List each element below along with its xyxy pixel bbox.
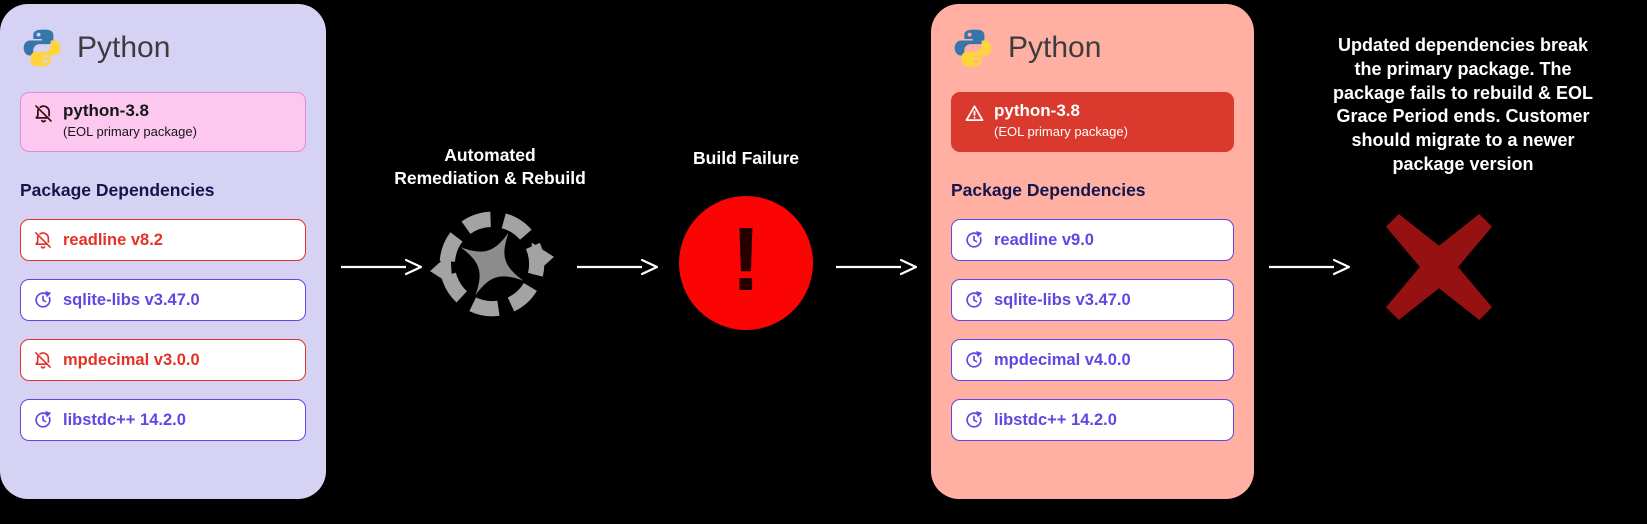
bell-slash-icon (33, 230, 53, 250)
dependency-item: sqlite-libs v3.47.0 (951, 279, 1234, 321)
dependency-label: libstdc++ 14.2.0 (63, 410, 186, 429)
dependency-item: libstdc++ 14.2.0 (20, 399, 306, 441)
dependency-label: readline v8.2 (63, 230, 163, 249)
primary-package-card: python-3.8 (EOL primary package) (20, 92, 306, 152)
panel-header: Python (20, 26, 306, 70)
dependency-item: mpdecimal v4.0.0 (951, 339, 1234, 381)
clock-refresh-icon (964, 350, 984, 370)
dependency-label: readline v9.0 (994, 230, 1094, 249)
primary-package-text: python-3.8 (EOL primary package) (63, 101, 197, 139)
python-package-panel-before: Python python-3.8 (EOL primary package) … (0, 4, 326, 499)
python-package-panel-after: Python python-3.8 (EOL primary package) … (931, 4, 1254, 499)
dependencies-heading: Package Dependencies (20, 180, 215, 200)
build-failure-label: Build Failure (693, 148, 799, 168)
error-exclamation-icon: ! (679, 196, 813, 330)
cycle-sparkle-icon (430, 211, 554, 317)
remediation-step-label: Automated Remediation & Rebuild (378, 144, 602, 190)
bell-slash-icon (33, 103, 54, 124)
panel-title: Python (1008, 31, 1102, 64)
outcome-line: should migrate to a newer (1351, 130, 1575, 150)
primary-package-card-failed: python-3.8 (EOL primary package) (951, 92, 1234, 152)
outcome-line: package fails to rebuild & EOL (1332, 82, 1594, 103)
outcome-line: Grace Period ends. Customer (1336, 106, 1590, 127)
primary-package-subtitle: (EOL primary package) (63, 124, 197, 140)
clock-refresh-icon (964, 230, 984, 250)
arrow-right-icon (1268, 258, 1352, 276)
clock-refresh-icon (33, 290, 53, 310)
arrow-right-icon (340, 258, 424, 276)
dependency-item: libstdc++ 14.2.0 (951, 399, 1234, 441)
bell-slash-icon (33, 350, 53, 370)
exclamation-glyph: ! (731, 210, 761, 310)
dependency-item: readline v8.2 (20, 219, 306, 261)
dependency-item: mpdecimal v3.0.0 (20, 339, 306, 381)
panel-title: Python (77, 31, 171, 64)
primary-package-subtitle: (EOL primary package) (994, 124, 1128, 140)
clock-refresh-icon (964, 410, 984, 430)
x-mark-icon (1386, 214, 1492, 320)
dependency-label: sqlite-libs v3.47.0 (994, 290, 1131, 309)
remediation-label-line: Remediation & Rebuild (394, 168, 586, 189)
primary-package-text: python-3.8 (EOL primary package) (994, 101, 1128, 139)
dependency-item: readline v9.0 (951, 219, 1234, 261)
python-logo-icon (951, 26, 995, 70)
dependency-label: mpdecimal v4.0.0 (994, 350, 1131, 369)
primary-package-name: python-3.8 (994, 101, 1080, 120)
warning-triangle-icon (964, 103, 985, 124)
dependency-item: sqlite-libs v3.47.0 (20, 279, 306, 321)
clock-refresh-icon (964, 290, 984, 310)
panel-header: Python (951, 26, 1234, 70)
clock-refresh-icon (33, 410, 53, 430)
dependency-label: mpdecimal v3.0.0 (63, 350, 200, 369)
dependencies-heading: Package Dependencies (951, 180, 1146, 200)
outcome-line: package version (1392, 153, 1534, 174)
dependency-label: libstdc++ 14.2.0 (994, 410, 1117, 429)
dependency-label: sqlite-libs v3.47.0 (63, 290, 200, 309)
arrow-right-icon (576, 258, 660, 276)
outcome-description: Updated dependencies break the primary p… (1290, 34, 1636, 177)
outcome-line: the primary package. The (1354, 58, 1572, 79)
remediation-label-line: Automated (444, 145, 536, 165)
primary-package-name: python-3.8 (63, 101, 149, 120)
outcome-line: Updated dependencies break (1337, 35, 1589, 55)
arrow-right-icon (835, 258, 919, 276)
python-logo-icon (20, 26, 64, 70)
